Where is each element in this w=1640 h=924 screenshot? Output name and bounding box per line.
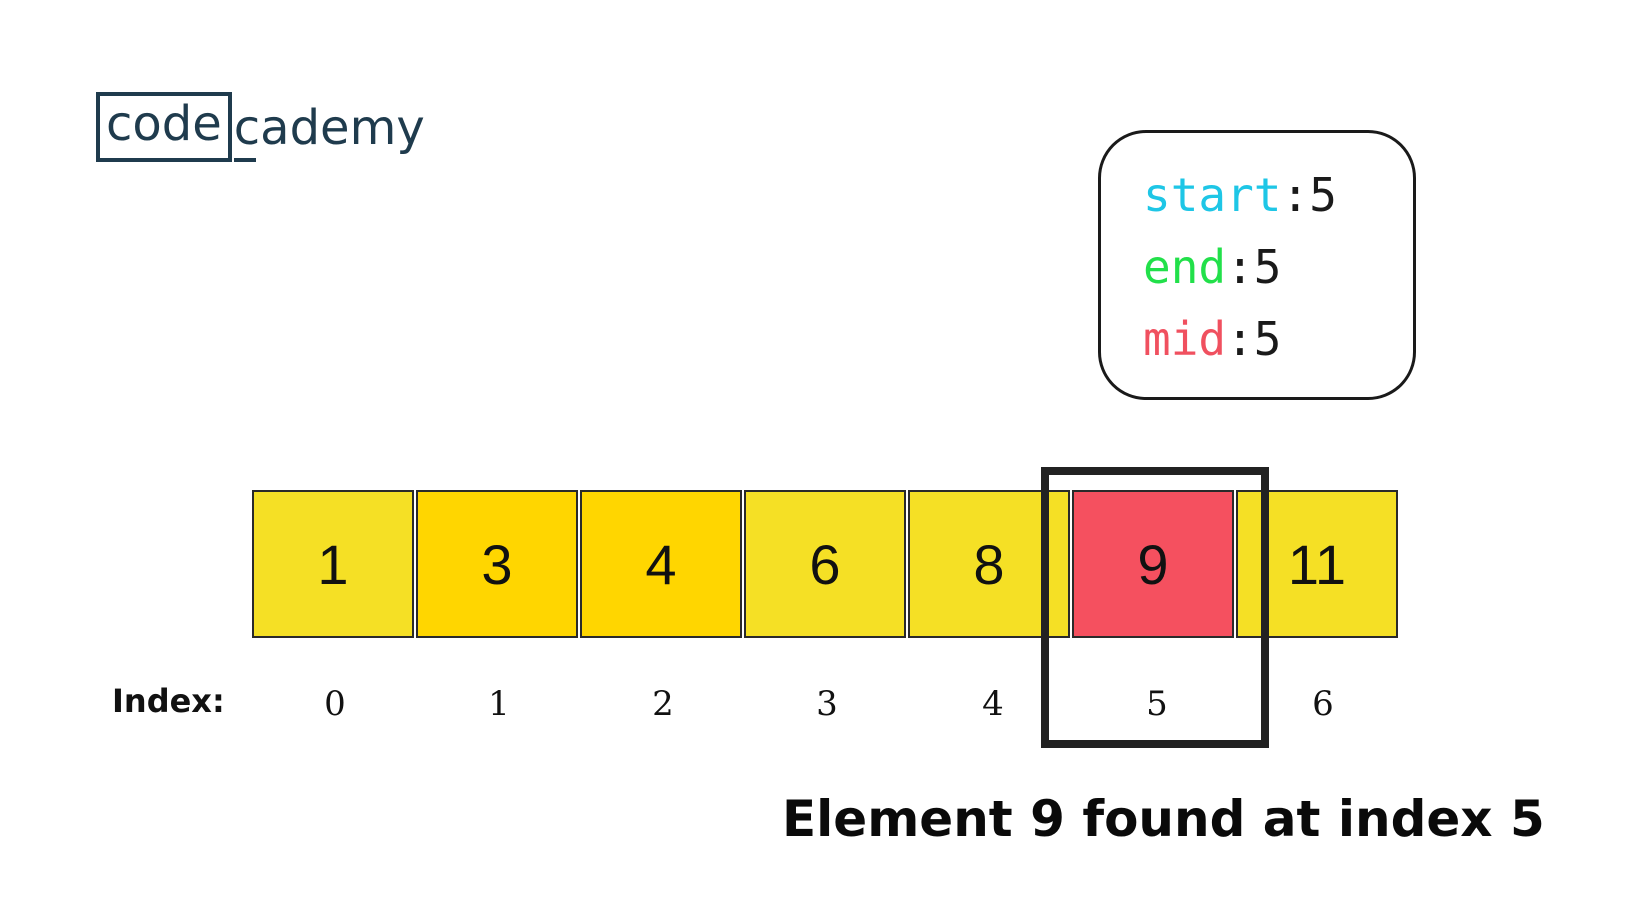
variable-mid-colon: :: [1226, 312, 1254, 366]
variable-end-colon: :: [1226, 240, 1254, 294]
index-number-6: 6: [1312, 684, 1334, 724]
array-cell-0: 1: [252, 490, 414, 638]
logo-boxed-text: code: [96, 92, 232, 162]
variable-end: end:5: [1143, 239, 1282, 295]
codecademy-logo: code cademy: [96, 92, 425, 162]
variable-start-name: start: [1143, 168, 1282, 222]
variable-mid: mid:5: [1143, 311, 1282, 367]
variables-panel: start:5 end:5 mid:5: [1098, 130, 1416, 400]
variable-end-value: 5: [1253, 240, 1282, 294]
index-number-1: 1: [488, 684, 510, 724]
array-cell-2: 4: [580, 490, 742, 638]
index-label: Index:: [112, 682, 225, 720]
variable-start-value: 5: [1309, 168, 1337, 222]
index-number-2: 2: [652, 684, 674, 724]
variable-mid-value: 5: [1253, 312, 1282, 366]
mid-highlight-frame: [1041, 467, 1269, 748]
index-number-5: 5: [1146, 684, 1168, 724]
array-cell-3: 6: [744, 490, 906, 638]
logo-rest-label: cademy: [233, 100, 425, 156]
logo-rest-text: cademy: [232, 96, 425, 162]
index-number-3: 3: [816, 684, 838, 724]
index-number-4: 4: [982, 684, 1004, 724]
variable-end-name: end: [1143, 240, 1227, 294]
variable-start-colon: :: [1281, 168, 1310, 222]
logo-underscore: [233, 158, 256, 162]
result-message: Element 9 found at index 5: [782, 790, 1545, 848]
array-cell-5: 9: [1072, 490, 1234, 638]
array-cell-1: 3: [416, 490, 578, 638]
variable-mid-name: mid: [1143, 312, 1227, 366]
variable-start: start:5: [1143, 167, 1337, 223]
index-number-0: 0: [324, 684, 346, 724]
